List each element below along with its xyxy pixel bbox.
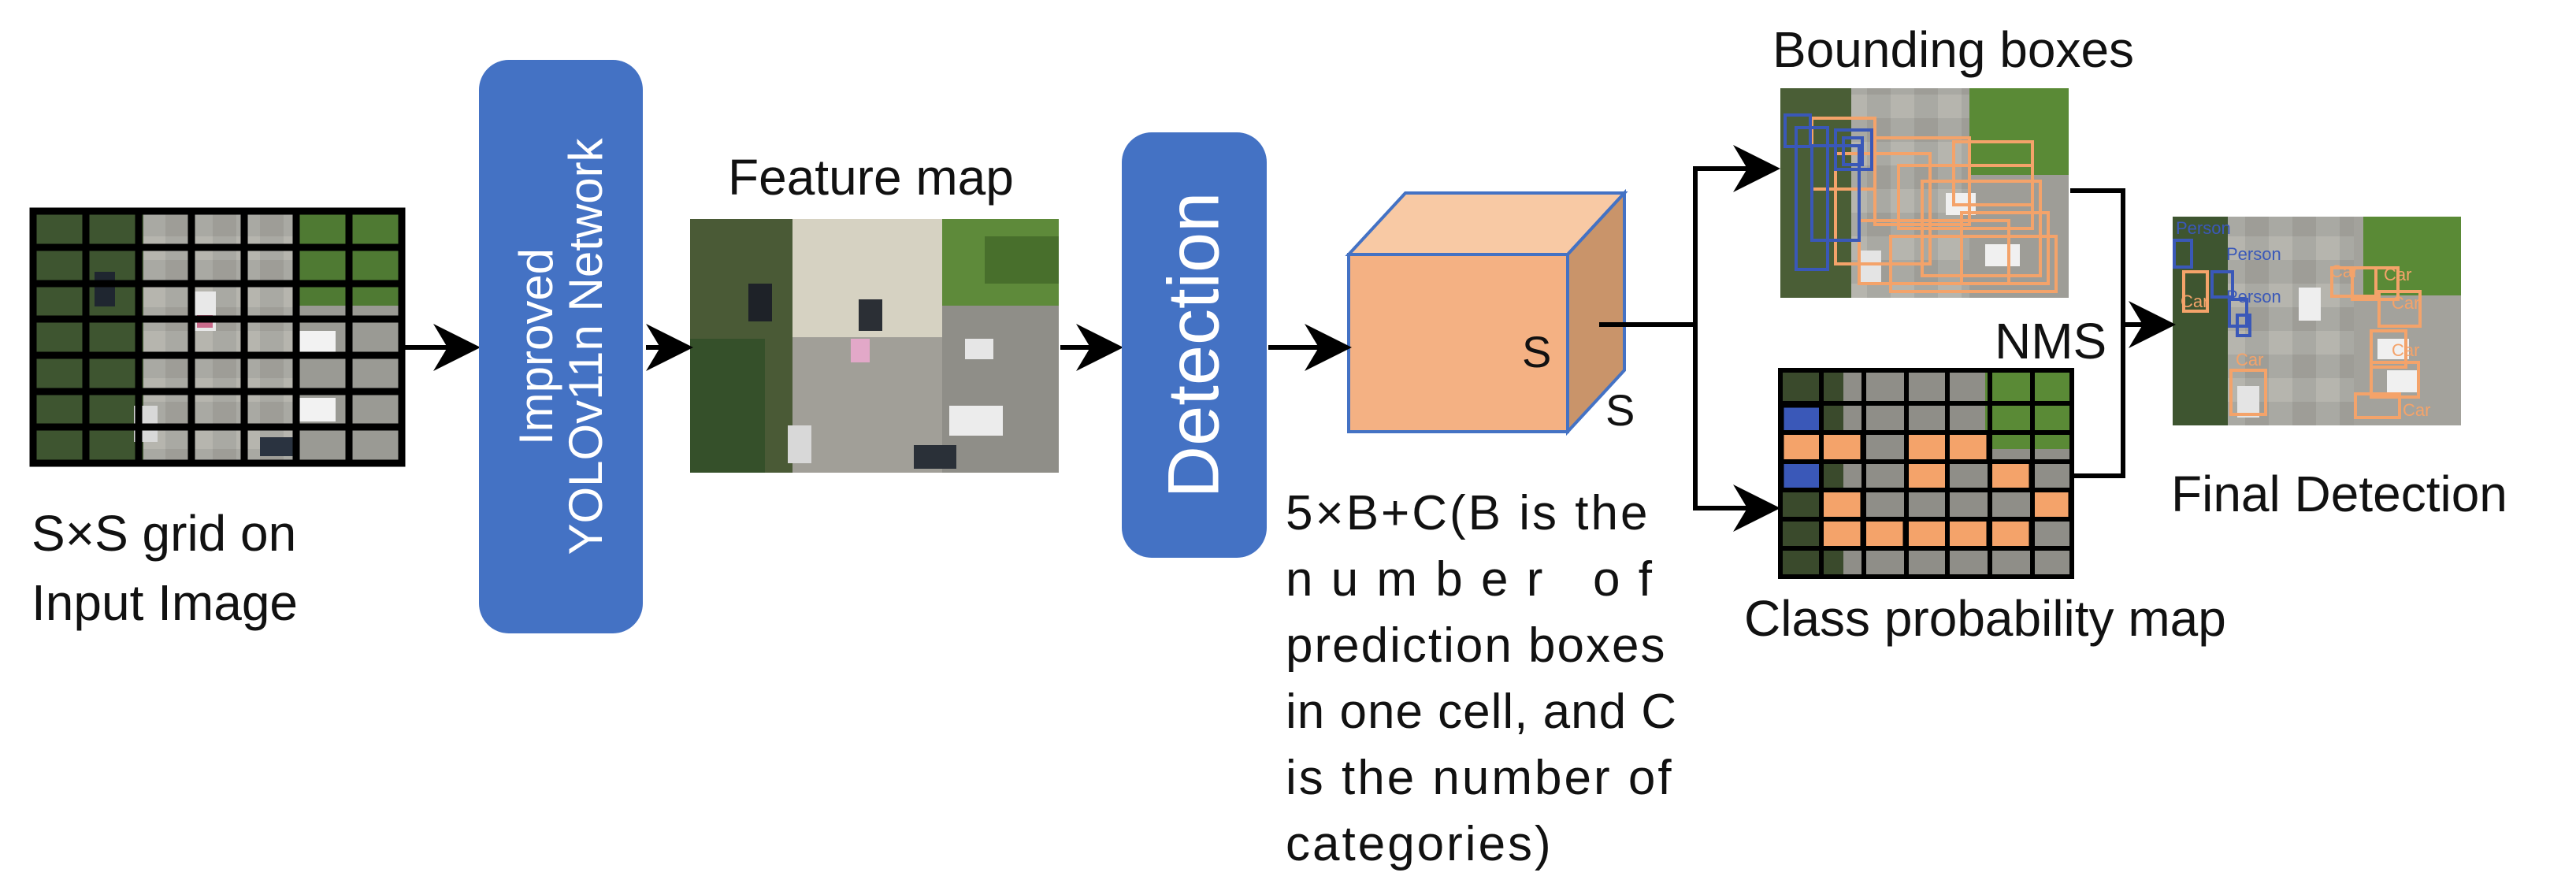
tensor-description-line6: categories) <box>1286 817 1553 871</box>
class-probability-gridlines <box>1780 370 2072 577</box>
feature-map-image <box>690 219 1059 473</box>
tag-car-3: Car <box>2384 265 2412 284</box>
tensor-description: 5×B+C(B is the n u m b e r o f predictio… <box>1286 481 1711 878</box>
output-tensor-cube <box>1345 188 1628 436</box>
cube-front-s-label: S <box>1522 327 1552 377</box>
input-label-line2: Input Image <box>32 574 298 631</box>
tensor-description-line2: n u m b e r o f <box>1286 552 1654 607</box>
improved-yolov11n-network-block: Improved YOLOv11n Network <box>479 60 643 633</box>
final-detection-boxes <box>2173 239 2422 419</box>
detection-label: Detection <box>1153 191 1234 499</box>
final-detection-label: Final Detection <box>2171 466 2507 522</box>
tensor-description-line1: 5×B+C(B is the <box>1286 486 1650 540</box>
tag-person-1: Person <box>2176 218 2231 238</box>
input-label-line1: S×S grid on <box>32 505 297 562</box>
nms-label: NMS <box>1995 313 2107 369</box>
tensor-description-line3: prediction boxes <box>1286 618 1667 673</box>
bounding-boxes-label: Bounding boxes <box>1772 21 2135 78</box>
tag-person-3: Person <box>2226 287 2281 306</box>
network-label-line1: Improved <box>510 247 562 446</box>
tag-car-5: Car <box>2392 340 2420 360</box>
tag-car-2: Car <box>2330 262 2359 281</box>
feature-map-label: Feature map <box>728 149 1014 206</box>
final-detection-image <box>2173 217 2461 425</box>
bounding-box-overlays <box>1784 113 2058 293</box>
tag-car-1: Car <box>2181 291 2209 311</box>
tag-car-4: Car <box>2392 293 2420 313</box>
input-grid <box>29 207 406 467</box>
tag-person-2: Person <box>2226 244 2281 264</box>
tag-car-7: Car <box>2403 400 2431 420</box>
tag-car-6: Car <box>2236 350 2264 369</box>
tensor-description-line5: is the number of <box>1286 751 1674 805</box>
tensor-description-line4: in one cell, and C <box>1286 685 1678 739</box>
network-label: Improved YOLOv11n Network <box>510 138 612 555</box>
detection-block: Detection <box>1122 132 1267 558</box>
network-label-line2: YOLOv11n Network <box>559 138 612 555</box>
class-probability-map-label: Class probability map <box>1744 590 2226 647</box>
flow-arrows <box>403 145 2176 532</box>
cube-side-s-label: S <box>1605 385 1635 435</box>
